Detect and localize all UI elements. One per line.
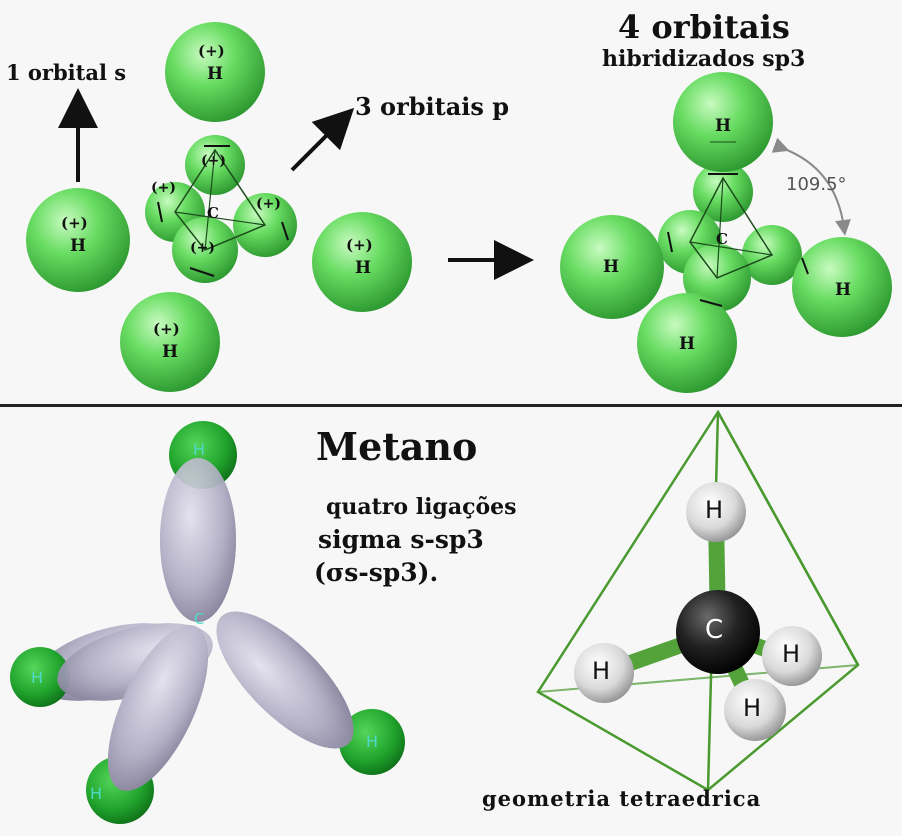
lobe-h-top: H (193, 440, 206, 459)
sigma-bond-lobes (10, 421, 405, 824)
panel-divider (0, 404, 902, 407)
tetra-h-ball-front (724, 679, 786, 741)
lobe-h-bottom: H (90, 784, 103, 803)
tetra-h-front-label: H (743, 694, 762, 722)
h-orbital-sphere-left (26, 188, 130, 292)
hybrid-title-line1: 4 orbitais (618, 8, 790, 46)
desc-line1: quatro ligações (326, 494, 517, 520)
hybrid-orbital-molecule (560, 72, 892, 393)
bond-angle-arc (771, 137, 851, 236)
carbon-orbital-cluster (145, 135, 297, 283)
h-plus-right: (+) (346, 236, 373, 254)
tetra-h-ball-right (762, 626, 822, 686)
carbon-ball (676, 590, 760, 674)
bond-angle-label: 109.5° (786, 174, 847, 195)
hybrid-h-bottom: H (679, 334, 696, 354)
s-orbital-label: 1 orbital s (6, 60, 127, 85)
hybrid-h-left: H (603, 257, 620, 277)
c-plus-bottom: (+) (190, 240, 215, 256)
h-plus-left: (+) (61, 214, 88, 232)
hybrid-h-top: H (715, 116, 732, 136)
tetrahedral-model (536, 409, 860, 792)
c-plus-right: (+) (256, 196, 281, 212)
hybrid-h-sphere-bottom (637, 293, 737, 393)
hybrid-title-line2: hibridizados sp3 (602, 46, 806, 72)
tetra-h-right-label: H (782, 640, 801, 668)
h-symbol-right: H (355, 258, 372, 278)
h-symbol-bottom: H (162, 342, 179, 362)
hybrid-c-symbol: C (716, 230, 728, 248)
c-plus-left: (+) (151, 180, 176, 196)
tetra-c-label: C (705, 615, 724, 645)
lobe-h-right: H (366, 732, 379, 751)
metano-title: Metano (316, 424, 478, 469)
tetra-h-top-label: H (705, 496, 724, 524)
h-orbital-sphere-bottom (120, 292, 220, 392)
lobe-c-symbol: C (194, 610, 205, 628)
tetra-h-ball-top (686, 482, 746, 542)
h-plus-bottom: (+) (153, 320, 180, 338)
tetra-h-left-label: H (592, 657, 611, 685)
c-symbol-left: C (207, 204, 219, 222)
arrow-to-p-orbitals (290, 107, 355, 172)
tetra-h-ball-left (574, 643, 634, 703)
desc-line3: (σs-sp3). (314, 558, 439, 587)
p-orbitals-label: 3 orbitais p (355, 92, 510, 121)
c-plus-top: (+) (201, 153, 226, 169)
desc-line2: sigma s-sp3 (318, 525, 484, 554)
hybrid-h-right: H (835, 280, 852, 300)
h-orbital-sphere-top (165, 22, 265, 122)
h-orbital-sphere-right (312, 212, 412, 312)
lobe-h-left: H (31, 668, 44, 687)
hybrid-h-sphere-right (792, 237, 892, 337)
hybrid-h-sphere-top (673, 72, 773, 172)
geometry-caption: geometria tetraedrica (482, 786, 762, 811)
h-plus-top: (+) (198, 42, 225, 60)
h-symbol-top: H (207, 64, 224, 84)
h-symbol-left: H (70, 236, 87, 256)
hybrid-h-sphere-left (560, 215, 664, 319)
